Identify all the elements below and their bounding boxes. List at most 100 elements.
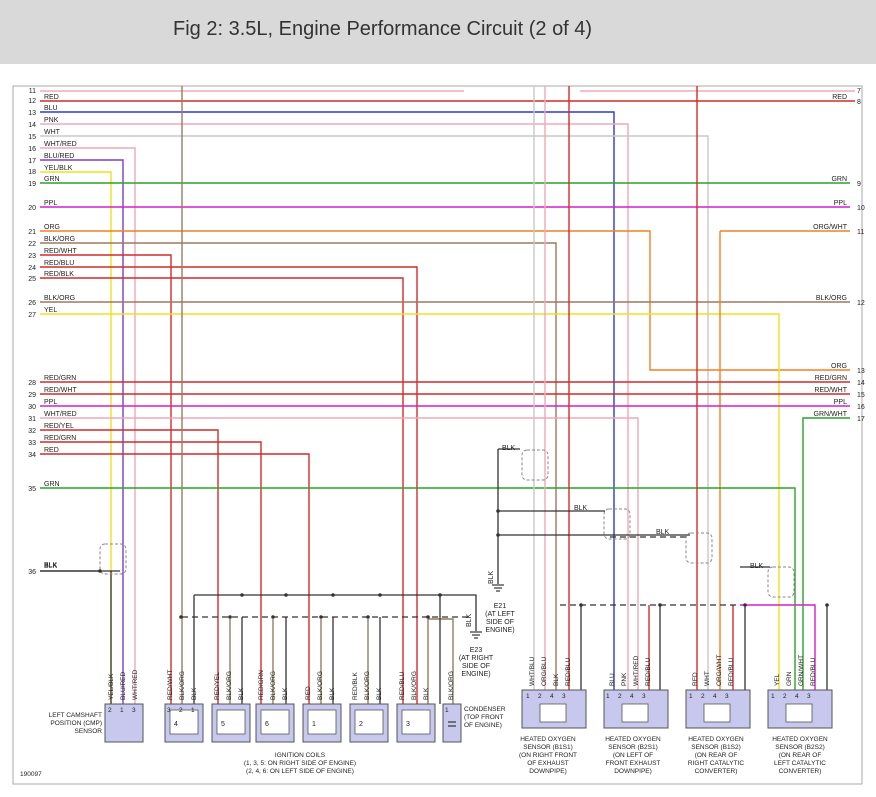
horizontal-wires (40, 90, 855, 704)
splice-c (685, 532, 713, 564)
o2-sensor-b2s2: YEL GRN GRN/WHT RED/BLU 1 2 4 3 HEATED O… (767, 655, 833, 775)
wire-row-24 (40, 266, 418, 704)
coil-pin: 3 (167, 707, 171, 714)
sensor-element-icon (539, 703, 567, 723)
ground-e23-line-1: E23 (470, 647, 483, 654)
coil-wire: BLK/ORG (317, 671, 324, 700)
sensor-label-line: (ON REAR OF (779, 752, 822, 759)
dot (284, 593, 288, 597)
wire-label: RED/WHT (44, 387, 77, 394)
sensor-wire: BLU (609, 673, 616, 686)
splice-label-b: BLK (574, 505, 588, 512)
sensor-pin: 2 (701, 693, 705, 700)
wire-row-23 (40, 254, 172, 704)
coil-1: 1 RED BLK/ORG BLK (302, 671, 342, 743)
sensor-wire: WHT (704, 671, 711, 686)
capacitor-icon (448, 721, 456, 727)
wire-label: BLU (44, 105, 58, 112)
dot (579, 603, 583, 607)
wire-row-14 (40, 123, 629, 690)
figure-id: 190097 (20, 771, 42, 778)
ground-e23-line-2: (AT RIGHT (459, 655, 494, 662)
wire-row-35 (40, 487, 796, 690)
right-pin: 9 (857, 181, 861, 188)
sensor-label-line: CONVERTER) (695, 768, 738, 775)
coil-number: 3 (406, 721, 410, 728)
cmp-sensor: YEL/BLK BLU/RED WHT/RED 2 1 3 LEFT CAMSH… (49, 669, 144, 743)
wire-row-21 (40, 230, 850, 371)
wire-label: GRN/WHT (814, 411, 848, 418)
sensor-label-line: (ON RIGHT FRONT (519, 752, 577, 759)
ground-e23-line-3: SIDE OF (462, 663, 490, 670)
coil-2: 2 RED/BLK BLK/ORG BLK (349, 671, 389, 743)
dot (496, 533, 500, 537)
splice-a (521, 449, 549, 481)
sensor-wire: RED (692, 672, 699, 686)
ground-e21-line-2: (AT LEFT (485, 611, 515, 618)
wire-label: ORG (831, 363, 847, 370)
wire-label: RED/BLK (44, 271, 74, 278)
condenser-body (442, 703, 462, 743)
coil-wire: RED/BLU (399, 672, 406, 700)
sensor-label-line: FRONT EXHAUST (606, 760, 661, 767)
dot (496, 509, 500, 513)
sensor-wire: YEL (774, 673, 781, 686)
sensor-wire: WHT/BLU (529, 656, 536, 686)
right-pin: 15 (857, 392, 865, 399)
sensor-label-line: CONVERTER) (779, 768, 822, 775)
coil-pin-numbers: 3 2 1 (167, 707, 195, 714)
wire-label: GRN (44, 481, 60, 488)
wire-label: BLK/ORG (816, 295, 847, 302)
coil-wire: BLK (329, 687, 336, 700)
wire-row-34 (40, 453, 310, 704)
coil-3: 3 RED/BLU BLK/ORG BLK (396, 671, 436, 743)
wire-label: RED (44, 94, 59, 101)
coil-4: 4 RED/WHT BLK/ORG BLK (164, 670, 204, 743)
condenser-label-line-1: CONDENSER (464, 706, 506, 713)
sensor-label-line: DOWNPIPE) (614, 768, 652, 775)
sensor-label-line: SENSOR (B1S1) (523, 744, 573, 751)
wire-row-31 (40, 417, 639, 690)
coil-wire: BLK/ORG (364, 671, 371, 700)
sensor-pin: 2 (538, 693, 542, 700)
coil-number: 1 (312, 721, 316, 728)
splice-label-d: BLK (750, 563, 764, 570)
wire-label: RED/WHT (44, 248, 77, 255)
right-pin: 11 (857, 229, 864, 236)
wire-row-15 (40, 135, 709, 690)
wire-label: PPL (834, 200, 847, 207)
sensor-wire: BLK (553, 673, 560, 686)
left-wire-labels: RED BLU PNK WHT WHT/RED BLU/RED YEL/BLK … (44, 94, 77, 569)
coil-winding-icon (401, 709, 431, 735)
condenser-label-line-2: (TOP FRONT (464, 714, 504, 721)
ground-bus-top (194, 594, 477, 631)
sensor-pin: 1 (526, 693, 530, 700)
wire-label: ORG/WHT (813, 224, 848, 231)
cmp-wire-label: YEL/BLK (108, 673, 115, 700)
coil-pin: 2 (179, 707, 183, 714)
left-pin: 14 (28, 122, 36, 129)
sensor-element-icon (703, 703, 731, 723)
wire-row-18 (40, 171, 112, 704)
wire-row-13 (40, 111, 615, 690)
sensor-element-icon (621, 703, 649, 723)
right-pin: 7 (857, 88, 861, 95)
dot (98, 569, 102, 573)
wire-label: ORG (44, 224, 60, 231)
sensor-label-line: (ON LEFT OF (613, 752, 653, 759)
sensor-pin: 4 (713, 693, 717, 700)
sensor-element-icon (785, 703, 813, 723)
wire-row-22 (40, 242, 557, 690)
sensor-label-line: HEATED OXYGEN (772, 736, 828, 743)
wire-condenser (428, 618, 454, 704)
cmp-pin: 3 (132, 707, 136, 714)
sensor-wire: RED/BLU (645, 658, 652, 686)
wire-row-32 (40, 429, 219, 704)
sensor-wire: RED/BLU (728, 658, 735, 686)
cmp-wire-label: WHT/RED (132, 669, 139, 700)
sensor-pin: 4 (630, 693, 634, 700)
wire-label: YEL/BLK (44, 165, 73, 172)
condenser-wire: BLK/ORG (448, 671, 455, 700)
dot (426, 615, 430, 619)
condenser-label-line-3: OF ENGINE) (464, 722, 502, 729)
